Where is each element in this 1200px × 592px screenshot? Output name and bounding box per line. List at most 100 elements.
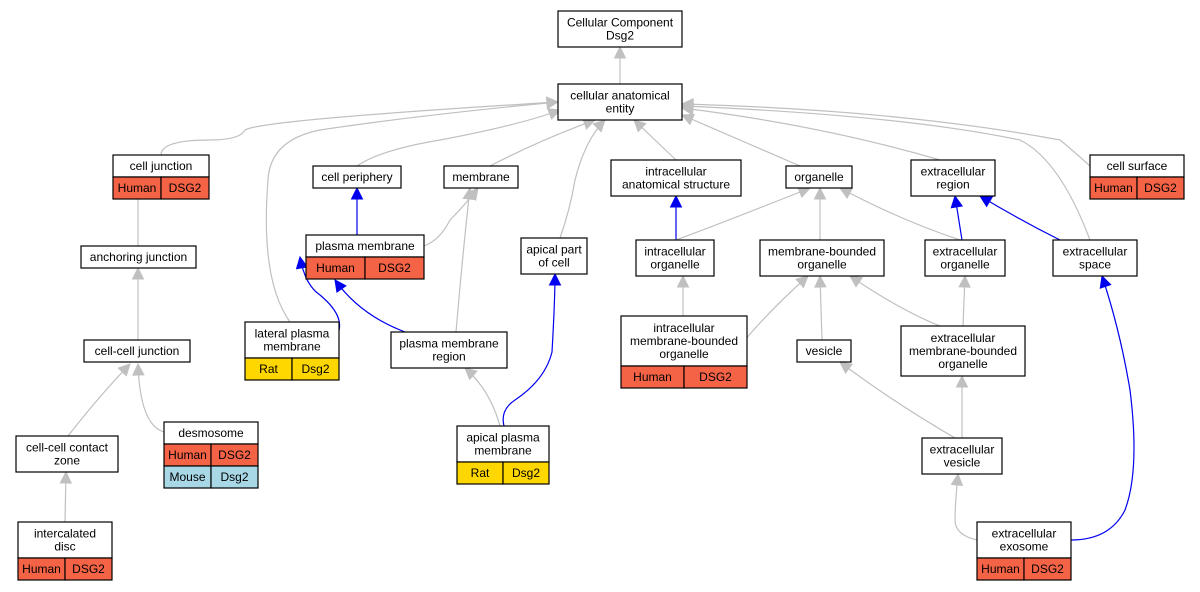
node-label: organelle	[938, 357, 988, 371]
node-vesicle[interactable]: vesicle	[796, 339, 852, 363]
node-label: extracellular	[992, 527, 1057, 541]
node-label: intracellular	[645, 165, 706, 179]
node-cell-periphery[interactable]: cell periphery	[312, 165, 402, 189]
node-label: extracellular	[1063, 245, 1128, 259]
node-label: anatomical structure	[622, 178, 730, 192]
node-label: membrane-bounded	[768, 245, 876, 259]
arrowhead-icon	[547, 108, 562, 120]
node-box	[976, 521, 1072, 559]
species-label: Human	[1094, 181, 1133, 195]
node-box	[924, 239, 1006, 277]
node-cc-junction[interactable]: cell-cell junction	[83, 339, 191, 363]
node-box	[520, 237, 588, 275]
node-label: cell surface	[1107, 159, 1168, 173]
node-box	[1052, 239, 1138, 277]
node-label: vesicle	[944, 456, 981, 470]
node-label: organelle	[794, 170, 844, 184]
gene-label: DSG2	[1144, 181, 1177, 195]
species-label: Human	[168, 448, 207, 462]
gene-cell	[210, 465, 259, 489]
node-anchoring[interactable]: anchoring junction	[80, 245, 197, 269]
arrowhead-icon	[613, 45, 627, 59]
node-organelle[interactable]: organelle	[785, 165, 853, 189]
arrowhead-icon	[334, 279, 347, 294]
node-box	[759, 239, 885, 277]
arrowhead-icon	[548, 272, 562, 286]
node-label: membrane-bounded	[630, 334, 738, 348]
gene-cell	[364, 256, 425, 280]
node-label: Dsg2	[606, 29, 634, 43]
node-ic-mb-organelle[interactable]: intracellularmembrane-boundedorganelleHu…	[620, 315, 748, 389]
gene-cell	[502, 461, 550, 485]
arrowhead-icon	[795, 275, 809, 289]
node-label: apical part	[526, 243, 582, 257]
edge	[950, 194, 964, 241]
gene-label: Dsg2	[512, 466, 540, 480]
node-label: disc	[54, 540, 75, 554]
node-label: anchoring junction	[90, 250, 187, 264]
node-label: apical plasma	[466, 431, 540, 445]
gene-cell	[683, 365, 748, 389]
arrowhead-icon	[131, 266, 145, 280]
node-box	[456, 425, 550, 463]
node-label: membrane-bounded	[909, 344, 1017, 358]
node-label: space	[1079, 258, 1111, 272]
node-label: region	[936, 178, 969, 192]
edge	[613, 45, 627, 84]
edge	[955, 374, 969, 438]
edge	[979, 195, 1061, 241]
edge	[676, 274, 690, 316]
arrowhead-icon	[950, 194, 964, 209]
arrowhead-icon	[545, 96, 560, 110]
edges	[59, 45, 1135, 541]
node-box	[785, 165, 853, 189]
gene-label: Dsg2	[301, 362, 329, 376]
node-label: region	[432, 350, 465, 364]
arrowhead-icon	[669, 194, 683, 208]
edge	[464, 367, 501, 427]
node-label: membrane	[452, 170, 510, 184]
node-box	[900, 325, 1026, 377]
species-label: Human	[981, 562, 1020, 576]
node-label: Cellular Component	[567, 16, 674, 30]
edge	[132, 362, 165, 433]
node-label: organelle	[940, 258, 990, 272]
edge	[950, 472, 978, 541]
species-label: Human	[316, 261, 355, 275]
node-label: zone	[54, 454, 80, 468]
node-label: organelle	[797, 258, 847, 272]
node-box	[910, 159, 996, 197]
arrowhead-icon	[295, 255, 309, 270]
node-box	[17, 521, 113, 559]
node-membrane[interactable]: membrane	[443, 165, 519, 189]
node-label: plasma membrane	[399, 337, 499, 351]
node-box	[796, 339, 852, 363]
arrowhead-icon	[462, 186, 476, 201]
node-label: intracellular	[644, 245, 705, 259]
gene-cell	[1136, 176, 1185, 200]
edge	[814, 274, 827, 341]
